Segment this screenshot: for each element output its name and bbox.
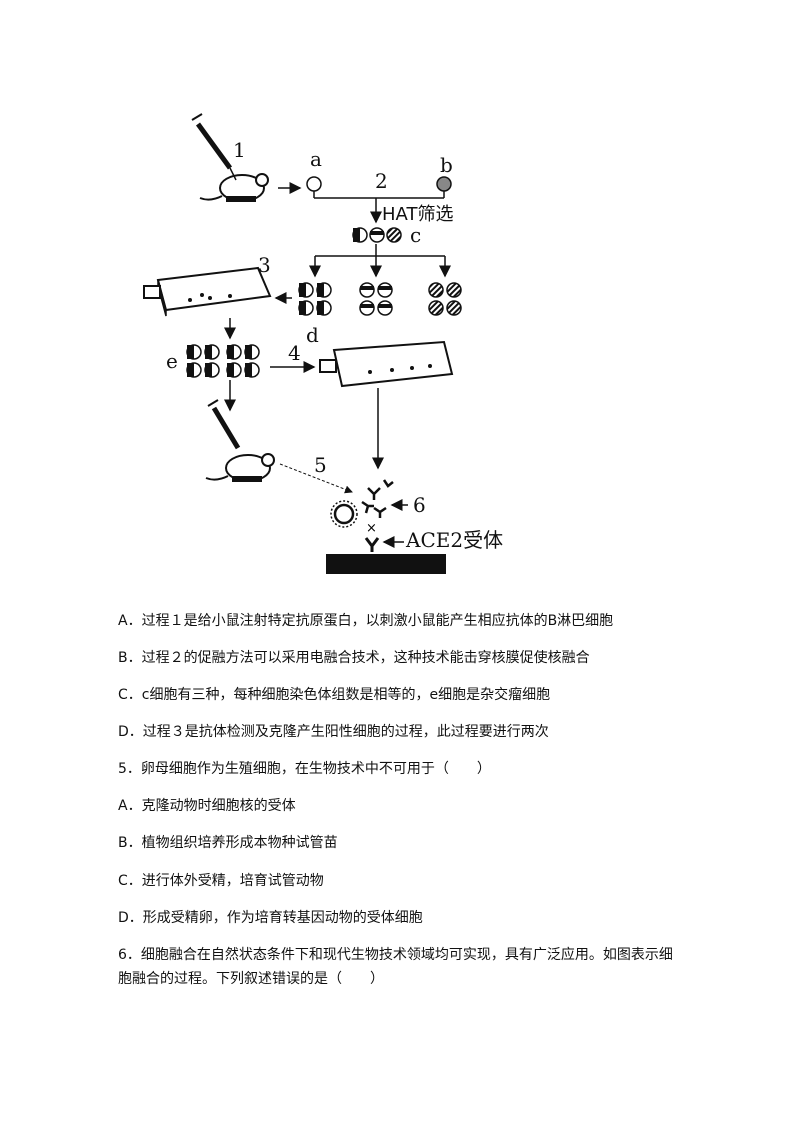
culture-flask-3 bbox=[143, 266, 272, 317]
syringe-icon bbox=[207, 399, 241, 450]
cell-group-right bbox=[428, 282, 462, 316]
label-1: 1 bbox=[233, 138, 246, 162]
label-d: d bbox=[306, 323, 319, 347]
cell-b bbox=[436, 176, 452, 192]
cell-group-left bbox=[298, 282, 332, 316]
culture-flask-4 bbox=[319, 340, 454, 388]
q5-option-c: C．进行体外受精，培育试管动物 bbox=[118, 873, 324, 889]
label-x: × bbox=[366, 521, 377, 536]
q4-option-c: C．c细胞有三种，每种细胞染色体组数是相等的，e细胞是杂交瘤细胞 bbox=[118, 687, 551, 703]
q4-option-b: B．过程２的促融方法可以采用电融合技术，这种技术能击穿核膜促使核融合 bbox=[118, 650, 590, 666]
label-3: 3 bbox=[258, 253, 271, 277]
ace2-receptor-icon bbox=[364, 537, 380, 552]
q4-option-a: A．过程１是给小鼠注射特定抗原蛋白，以刺激小鼠能产生相应抗体的B淋巴细胞 bbox=[118, 613, 614, 629]
cell-group-middle bbox=[359, 282, 393, 316]
mouse-icon bbox=[205, 453, 275, 482]
label-4: 4 bbox=[288, 341, 301, 365]
label-c: c bbox=[410, 223, 421, 247]
q4-option-d: D．过程３是抗体检测及克隆产生阳性细胞的过程，此过程要进行两次 bbox=[118, 724, 549, 740]
q6-stem: 6．细胞融合在自然状态条件下和现代生物技术领域均可实现，具有广泛应用。如图表示细… bbox=[118, 947, 673, 987]
cell-membrane-bar bbox=[326, 554, 446, 574]
mouse-icon bbox=[199, 173, 269, 202]
q5-option-d: D．形成受精卵，作为培育转基因动物的受体细胞 bbox=[118, 910, 423, 926]
label-ace2: ACE2受体 bbox=[405, 528, 503, 552]
syringe-icon bbox=[191, 113, 237, 181]
monoclonal-antibody-diagram: 1 a 2 b HAT筛选 c d bbox=[130, 110, 503, 585]
label-hat: HAT筛选 bbox=[382, 204, 453, 225]
cells-c bbox=[352, 227, 402, 243]
label-5: 5 bbox=[314, 453, 327, 477]
virus-icon bbox=[330, 500, 358, 528]
label-e: e bbox=[166, 349, 178, 373]
q5-stem: 5．卵母细胞作为生殖细胞，在生物技术中不可用于（ ） bbox=[118, 761, 491, 777]
antibody-icons bbox=[361, 479, 394, 518]
label-b: b bbox=[440, 153, 453, 177]
q5-option-b: B．植物组织培养形成本物种试管苗 bbox=[118, 835, 338, 851]
label-2: 2 bbox=[375, 169, 388, 193]
q5-option-a: A．克隆动物时细胞核的受体 bbox=[118, 798, 296, 814]
cells-e bbox=[186, 344, 260, 378]
label-6: 6 bbox=[413, 493, 426, 517]
label-a: a bbox=[310, 147, 322, 171]
cell-a bbox=[306, 176, 322, 192]
